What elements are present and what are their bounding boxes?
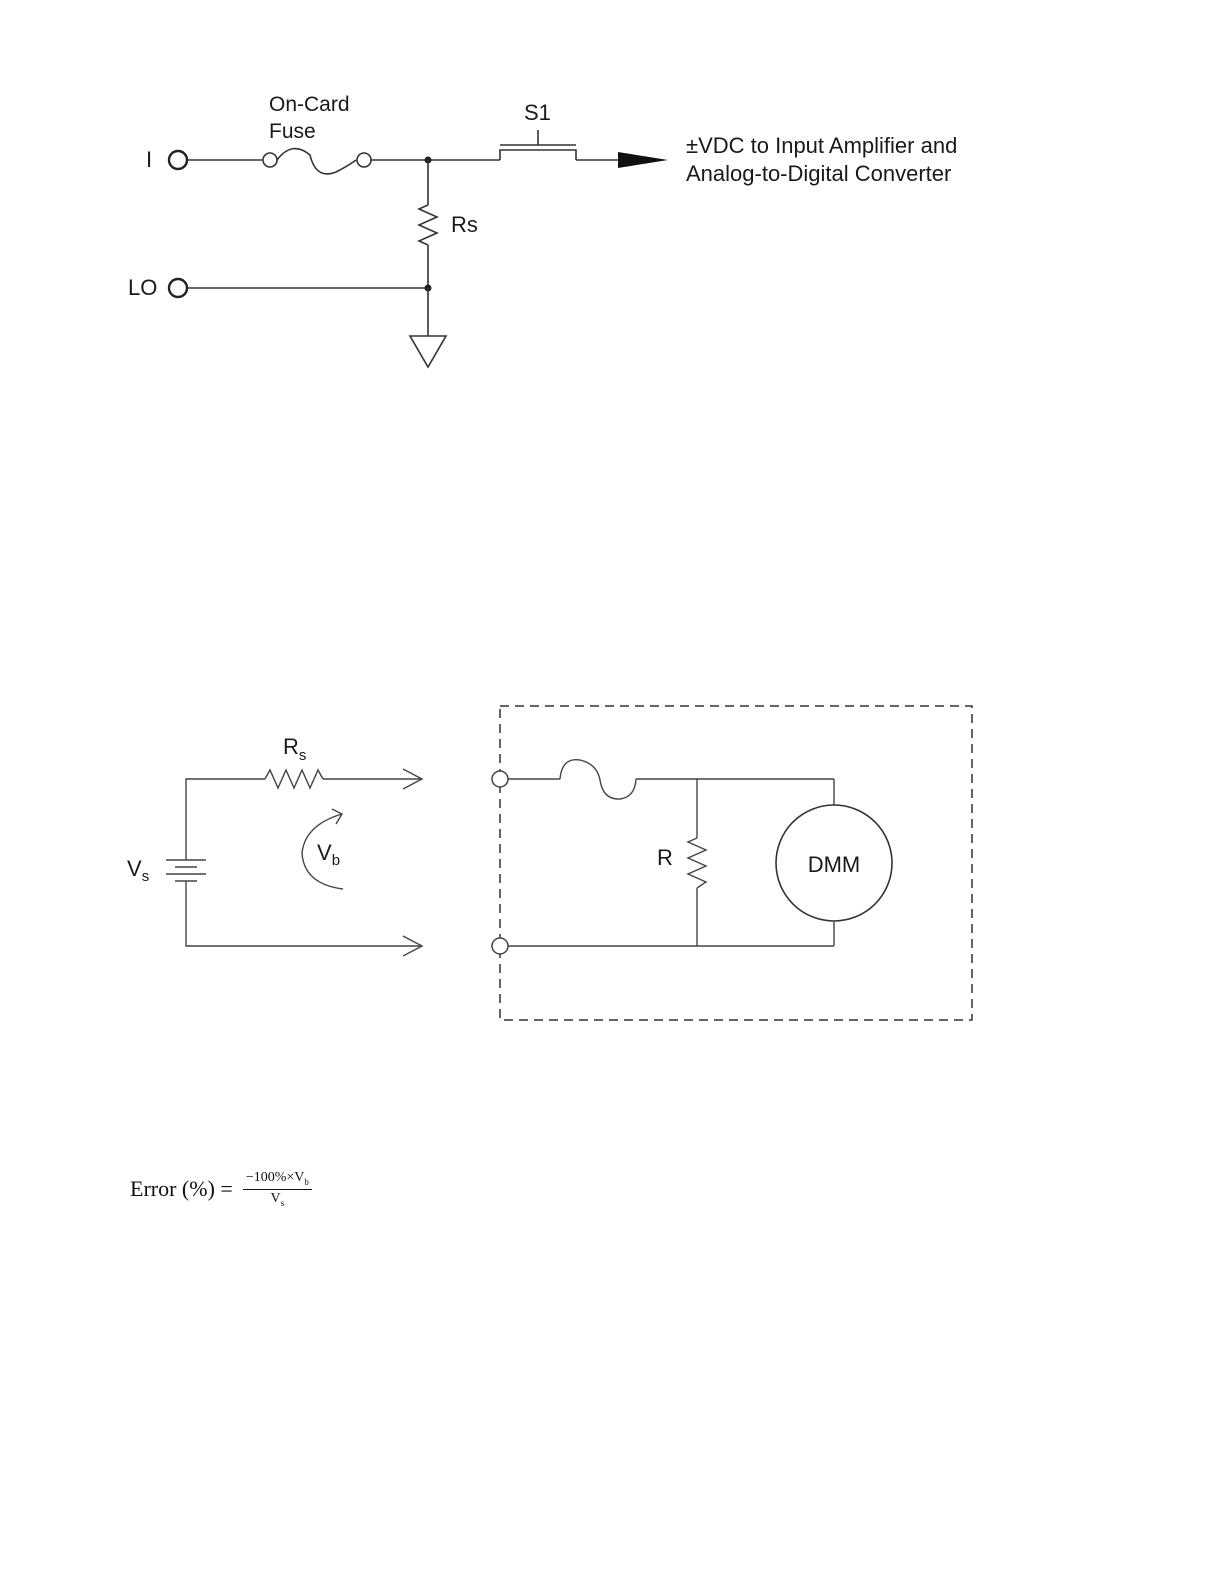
switch-label: S1: [524, 100, 551, 125]
input-terminal-top: [492, 771, 508, 787]
series-resistor-label: Rs: [283, 734, 306, 764]
formula-numerator: −100%×Vb: [243, 1170, 312, 1190]
formula-denominator: Vs: [271, 1190, 285, 1208]
burden-voltage-label: Vb: [317, 840, 340, 869]
terminal-i: [169, 151, 187, 169]
battery-vs: [166, 860, 206, 881]
terminal-lo: [169, 279, 187, 297]
fuse-label-line2: Fuse: [269, 120, 316, 143]
wire-source-top: [186, 779, 265, 860]
switch-s1: [500, 130, 576, 160]
meter-enclosure: [500, 706, 972, 1020]
input-terminal-bottom: [492, 938, 508, 954]
shunt-resistor-label: Rs: [451, 212, 478, 237]
dmm-label: DMM: [808, 852, 861, 877]
shunt-resistor-rs: [419, 205, 437, 245]
formula-lhs: Error (%) =: [130, 1176, 233, 1202]
formula-fraction: −100%×Vb Vs: [243, 1170, 312, 1208]
fuse-label-line1: On-Card: [269, 93, 350, 116]
shunt-resistor-r: [688, 838, 706, 888]
wire-source-bottom: [186, 881, 422, 946]
source-label: Vs: [127, 856, 149, 885]
ground-icon: [410, 336, 446, 367]
current-input-circuit: I On-Card Fuse S1 ±VDC to Input Amplifie…: [128, 93, 957, 367]
output-label-line2: Analog-to-Digital Converter: [686, 161, 951, 186]
output-label-line1: ±VDC to Input Amplifier and: [686, 133, 957, 158]
on-card-fuse: [263, 149, 371, 174]
terminal-lo-label: LO: [128, 275, 157, 300]
internal-fuse: [560, 760, 636, 799]
shunt-resistor-r-label: R: [657, 845, 673, 870]
error-formula: Error (%) = −100%×Vb Vs: [130, 1170, 312, 1208]
series-resistor-rs: [265, 770, 323, 788]
output-arrow-icon: [618, 152, 668, 168]
burden-voltage-circuit: Rs Vs Vb R DMM: [127, 706, 972, 1020]
terminal-i-label: I: [146, 147, 152, 172]
